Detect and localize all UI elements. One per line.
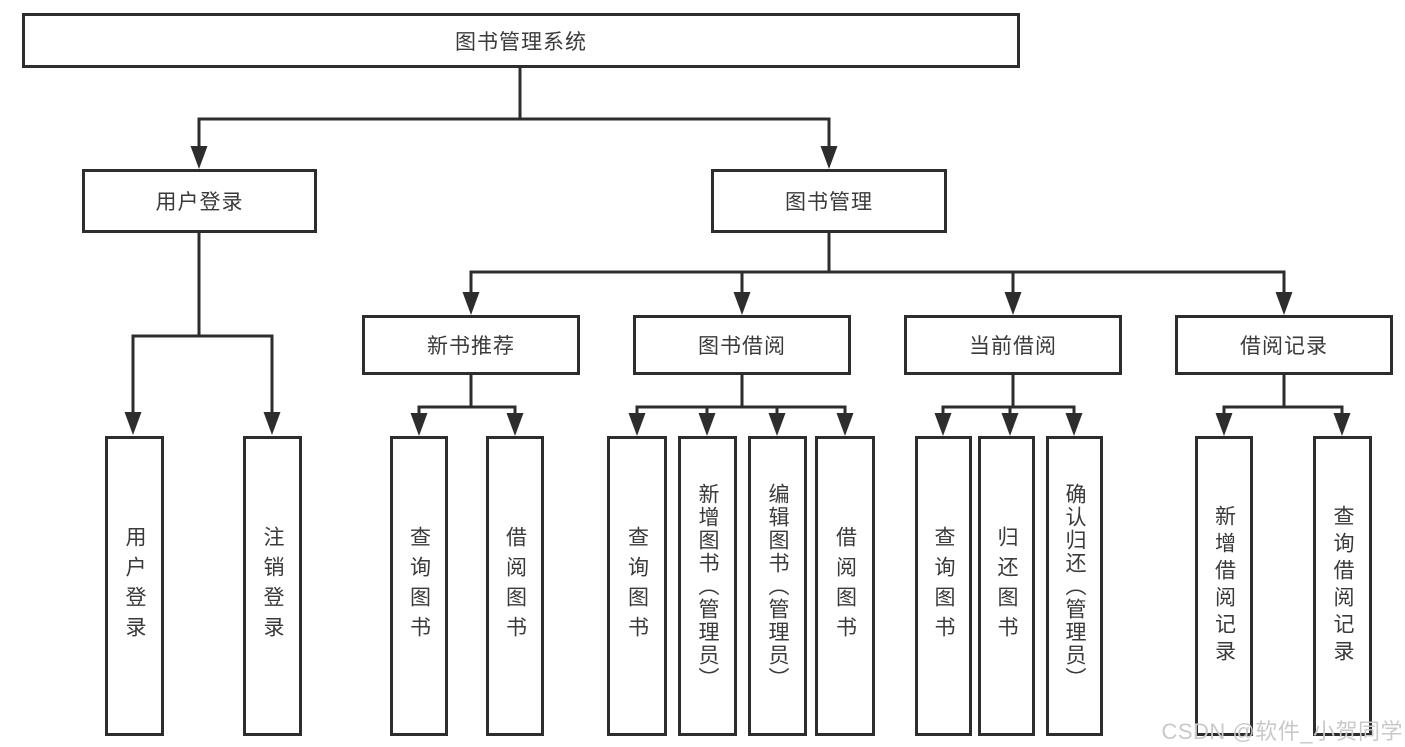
node-current-borrowing: 当前借阅 — [904, 315, 1122, 375]
leaf-query-books-borrowing-label: 查询图书 — [625, 526, 649, 646]
leaf-add-borrow-record: 新增借阅记录 — [1195, 436, 1253, 736]
leaf-return-books: 归还图书 — [978, 436, 1035, 736]
node-borrowing-records: 借阅记录 — [1175, 315, 1393, 375]
csdn-watermark: CSDN @软件_小贺同学 — [1161, 719, 1403, 744]
node-root-label: 图书管理系统 — [455, 30, 587, 54]
leaf-logout: 注销登录 — [243, 436, 302, 736]
leaf-confirm-return-admin-label: 确认归还（管理员） — [1063, 482, 1087, 690]
leaf-add-books-admin: 新增图书（管理员） — [678, 436, 737, 736]
leaf-confirm-return-admin: 确认归还（管理员） — [1046, 436, 1103, 736]
leaf-query-books-recommend: 查询图书 — [390, 436, 448, 736]
leaf-borrow-books-recommend-label: 借阅图书 — [503, 526, 527, 646]
leaf-query-books-current-label: 查询图书 — [932, 526, 956, 646]
leaf-add-borrow-record-label: 新增借阅记录 — [1212, 505, 1236, 667]
node-book-management: 图书管理 — [711, 169, 947, 233]
leaf-user-login-label: 用户登录 — [123, 526, 147, 646]
node-root-library-system: 图书管理系统 — [22, 13, 1020, 68]
leaf-borrow-books-borrowing-label: 借阅图书 — [833, 526, 857, 646]
leaf-query-borrow-record-label: 查询借阅记录 — [1331, 505, 1355, 667]
leaf-add-books-admin-label: 新增图书（管理员） — [696, 482, 720, 690]
leaf-edit-books-admin-label: 编辑图书（管理员） — [766, 482, 790, 690]
leaf-query-books-borrowing: 查询图书 — [607, 436, 667, 736]
node-user-login: 用户登录 — [82, 169, 317, 233]
leaf-query-borrow-record: 查询借阅记录 — [1313, 436, 1372, 736]
leaf-borrow-books-recommend: 借阅图书 — [486, 436, 544, 736]
leaf-edit-books-admin: 编辑图书（管理员） — [748, 436, 807, 736]
node-current-borrowing-label: 当前借阅 — [969, 335, 1057, 358]
leaf-borrow-books-borrowing: 借阅图书 — [815, 436, 875, 736]
leaf-user-login: 用户登录 — [105, 436, 164, 736]
node-user-login-label: 用户登录 — [155, 191, 244, 214]
node-book-management-label: 图书管理 — [785, 191, 873, 214]
node-book-borrowing-label: 图书借阅 — [698, 335, 786, 358]
node-new-book-recommendation: 新书推荐 — [362, 315, 580, 375]
leaf-query-books-recommend-label: 查询图书 — [407, 526, 431, 646]
node-borrowing-records-label: 借阅记录 — [1240, 335, 1328, 358]
node-new-book-recommendation-label: 新书推荐 — [427, 335, 515, 358]
leaf-return-books-label: 归还图书 — [995, 526, 1019, 646]
leaf-logout-label: 注销登录 — [261, 526, 285, 646]
leaf-query-books-current: 查询图书 — [915, 436, 972, 736]
node-book-borrowing: 图书借阅 — [633, 315, 851, 375]
